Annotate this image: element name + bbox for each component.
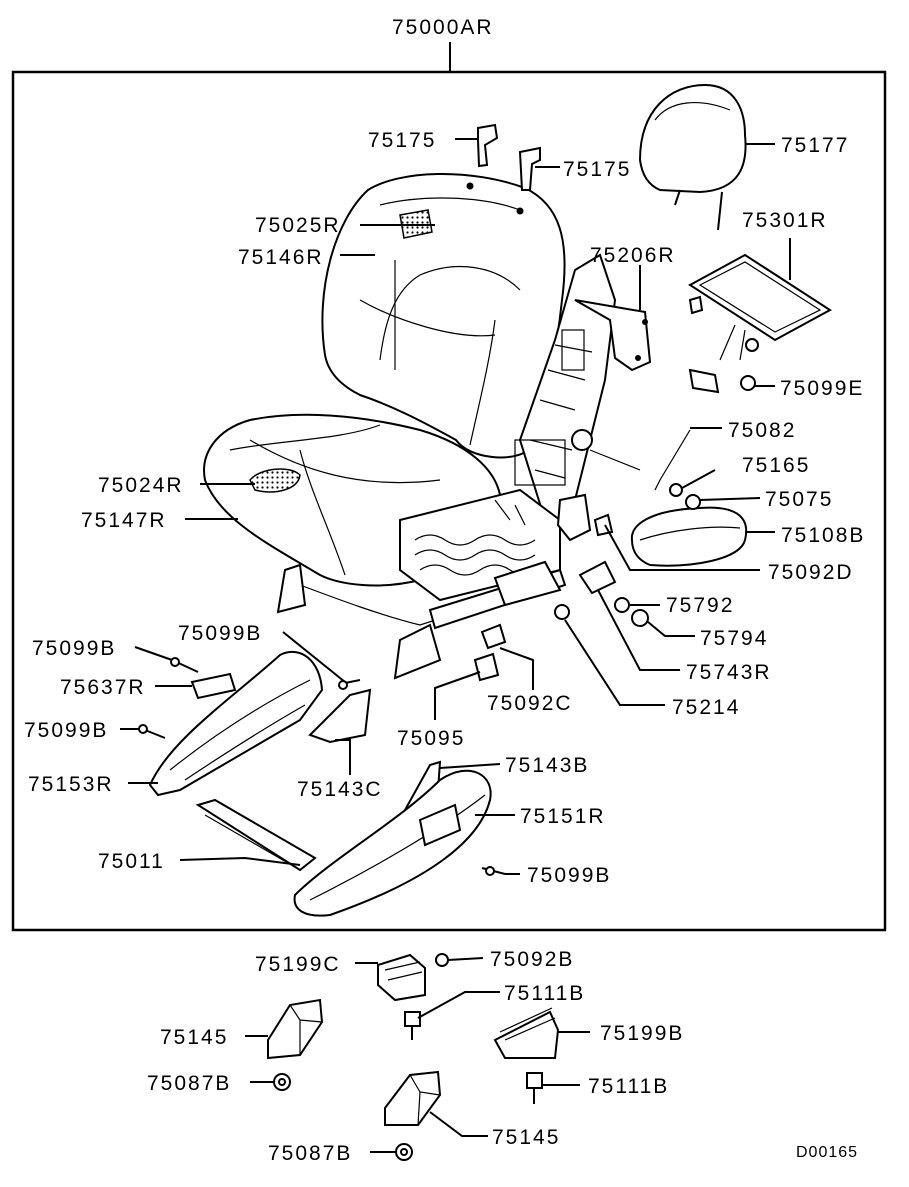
clip-75092B bbox=[435, 953, 449, 967]
label-75143C: 75143C bbox=[297, 778, 383, 801]
clip-75095 bbox=[473, 652, 500, 682]
label-75087B-lower: 75087B bbox=[268, 1142, 352, 1165]
label-75165: 75165 bbox=[742, 454, 810, 477]
label-75099B-left: 75099B bbox=[24, 719, 108, 742]
label-75099E: 75099E bbox=[780, 377, 864, 400]
label-75153R: 75153R bbox=[28, 773, 114, 796]
label-75075: 75075 bbox=[765, 488, 833, 511]
diagram-code: D00165 bbox=[796, 1144, 858, 1161]
washer-75075 bbox=[685, 494, 701, 510]
bushing-75214 bbox=[554, 604, 570, 620]
armrest-table bbox=[688, 253, 832, 361]
label-75146R: 75146R bbox=[238, 246, 324, 269]
recliner-mechanism bbox=[556, 493, 592, 542]
label-75214: 75214 bbox=[672, 696, 740, 719]
label-75143B: 75143B bbox=[505, 754, 589, 777]
cover-75199C bbox=[377, 953, 426, 1002]
cover-75145-a bbox=[267, 998, 324, 1060]
seat-rails bbox=[276, 560, 567, 680]
bracket-75743R bbox=[578, 560, 617, 595]
nut-75087B-b bbox=[395, 1143, 413, 1161]
label-75108B: 75108B bbox=[781, 524, 865, 547]
clip-75092C bbox=[480, 623, 507, 650]
label-75301R: 75301R bbox=[742, 209, 828, 232]
label-75145-lower: 75145 bbox=[492, 1126, 560, 1149]
assembly-frame bbox=[11, 70, 887, 932]
bolt-75099B-d bbox=[481, 866, 506, 876]
label-75637R: 75637R bbox=[60, 676, 146, 699]
heater-pad-cushion bbox=[249, 468, 301, 493]
hinge-75099E-area bbox=[688, 368, 720, 394]
seat-frame bbox=[514, 253, 641, 521]
label-75099B-lower: 75099B bbox=[527, 864, 611, 887]
label-75177: 75177 bbox=[781, 134, 849, 157]
label-75792: 75792 bbox=[666, 594, 734, 617]
label-75111B-upper: 75111B bbox=[504, 982, 585, 1005]
cover-75199B bbox=[493, 1010, 560, 1059]
label-75082: 75082 bbox=[728, 419, 796, 442]
side-cover-75151R bbox=[293, 769, 492, 917]
label-75092C: 75092C bbox=[487, 692, 573, 715]
label-75199C: 75199C bbox=[255, 953, 341, 976]
label-75175-second: 75175 bbox=[563, 158, 631, 181]
label-75175-top: 75175 bbox=[368, 129, 436, 152]
label-75147R: 75147R bbox=[81, 509, 167, 532]
label-75092B: 75092B bbox=[490, 948, 574, 971]
cover-75143C bbox=[308, 688, 372, 744]
label-75743R: 75743R bbox=[686, 661, 772, 684]
label-75794: 75794 bbox=[700, 627, 768, 650]
bolt-75111B-a bbox=[404, 1011, 421, 1040]
leader-lines bbox=[120, 123, 791, 1153]
label-75199B: 75199B bbox=[600, 1022, 684, 1045]
label-75011: 75011 bbox=[98, 850, 165, 873]
bolt-75099B-a bbox=[170, 657, 199, 673]
side-bracket-plate bbox=[574, 299, 652, 372]
washer-75792 bbox=[614, 597, 630, 613]
bolt-75099B-b bbox=[338, 679, 361, 690]
label-75087B-upper: 75087B bbox=[147, 1072, 231, 1095]
nut-75165 bbox=[669, 483, 683, 497]
bracket-75637R bbox=[190, 672, 237, 700]
bolt-75111B-b bbox=[526, 1072, 543, 1104]
label-75099B-upper-mid: 75099B bbox=[178, 622, 262, 645]
screw-75099E bbox=[740, 375, 756, 391]
label-75111B-lower: 75111B bbox=[588, 1075, 669, 1098]
nut-75087B-a bbox=[273, 1073, 291, 1091]
assembly-label: 75000AR bbox=[392, 16, 494, 39]
rail-cover-75011 bbox=[195, 798, 317, 872]
label-75099B-upper-left: 75099B bbox=[32, 637, 116, 660]
label-75095: 75095 bbox=[397, 727, 465, 750]
label-75145-upper: 75145 bbox=[160, 1026, 228, 1049]
label-75024R: 75024R bbox=[98, 474, 184, 497]
label-75206R: 75206R bbox=[590, 244, 676, 267]
spring-clip-75082 bbox=[654, 429, 691, 491]
headrest bbox=[638, 83, 747, 231]
armrest-pad bbox=[630, 506, 748, 567]
label-75151R: 75151R bbox=[520, 805, 606, 828]
label-75092D: 75092D bbox=[768, 561, 854, 584]
side-cover-75153R bbox=[148, 650, 324, 797]
label-75025R: 75025R bbox=[255, 214, 341, 237]
bolt-75099B-c bbox=[138, 724, 166, 739]
nut-75794 bbox=[631, 609, 649, 627]
